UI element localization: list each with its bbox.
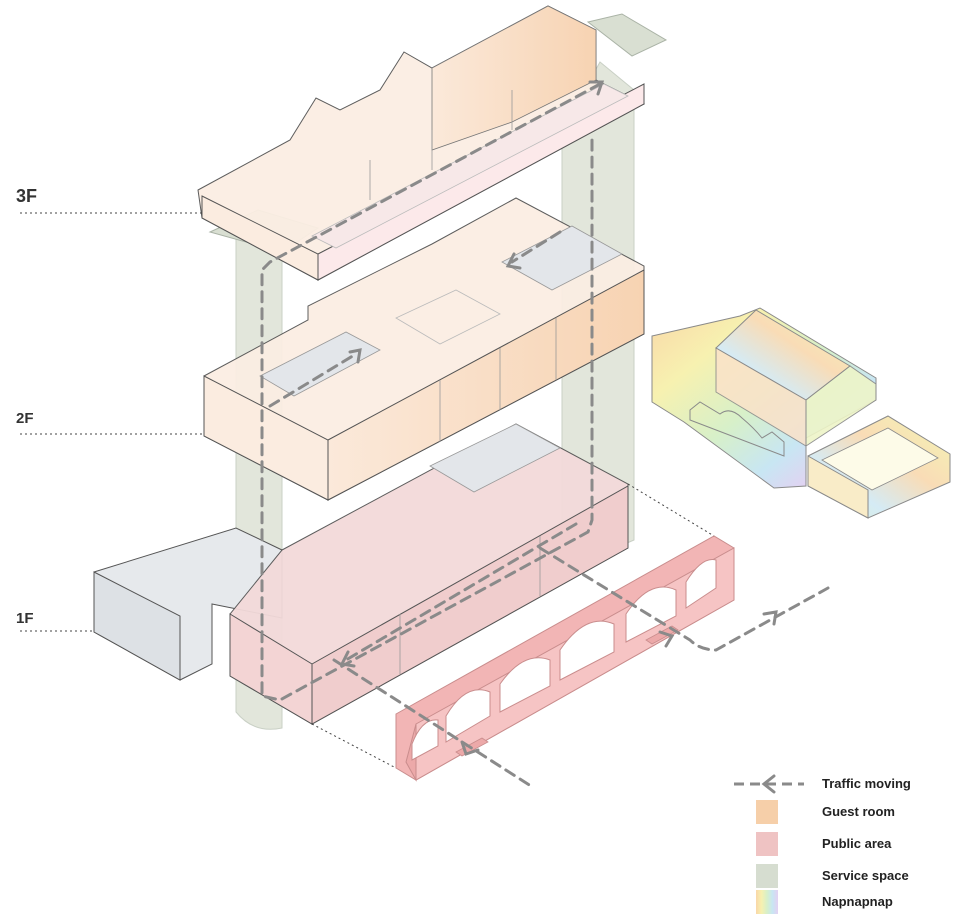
floor-label-1f: 1F xyxy=(16,610,34,627)
traffic-paths xyxy=(260,82,830,790)
floor-label-3f: 3F xyxy=(16,186,38,206)
legend-item-public-area: Public area xyxy=(728,832,948,856)
floor-1f-block xyxy=(93,423,629,725)
projection-lines xyxy=(20,212,715,769)
legend-item-napnapnap: Napnapnap xyxy=(728,890,948,914)
napnapnap-swatch xyxy=(756,890,778,914)
napnapnap-unit xyxy=(651,307,951,519)
legend-item-guest-room: Guest room xyxy=(728,800,948,824)
legend-label: Guest room xyxy=(822,804,895,819)
guest-room-swatch xyxy=(756,800,778,824)
legend-label: Traffic moving xyxy=(822,776,911,791)
legend-label: Service space xyxy=(822,868,909,883)
legend-item-service-space: Service space xyxy=(728,864,948,888)
legend-label: Napnapnap xyxy=(822,894,893,909)
floor-3f-block xyxy=(197,5,646,281)
legend-arrow xyxy=(734,774,804,794)
service-space-swatch xyxy=(756,864,778,888)
floor-label-2f: 2F xyxy=(16,410,34,427)
public-area-swatch xyxy=(756,832,778,856)
legend-item-traffic: Traffic moving xyxy=(728,772,948,796)
traffic-arrowheads xyxy=(339,80,778,756)
legend-label: Public area xyxy=(822,836,892,851)
arched-facade xyxy=(395,535,735,782)
